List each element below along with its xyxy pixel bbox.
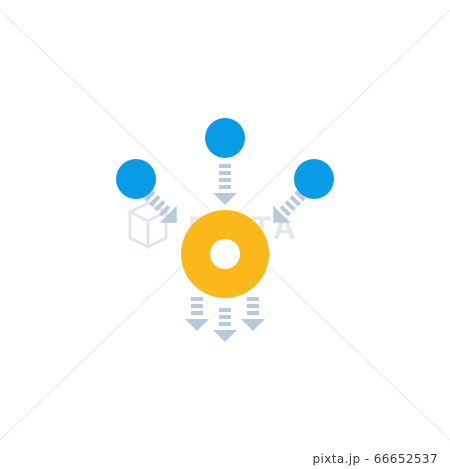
left-node (116, 159, 156, 199)
output-arrow-left (185, 297, 209, 331)
left-diagonal-arrow (144, 190, 177, 223)
watermark-cube-icon (126, 201, 170, 250)
output-arrow-center (213, 308, 237, 342)
output-arrow-right (241, 297, 265, 331)
right-node (294, 159, 334, 199)
hub-ring (180, 210, 269, 299)
top-down-arrow (213, 164, 237, 205)
stock-id-label: pixta.jp - 66652537 (312, 452, 438, 466)
right-diagonal-arrow (273, 190, 306, 223)
top-node (205, 118, 245, 158)
footer-bar: pixta.jp - 66652537 (0, 448, 450, 469)
